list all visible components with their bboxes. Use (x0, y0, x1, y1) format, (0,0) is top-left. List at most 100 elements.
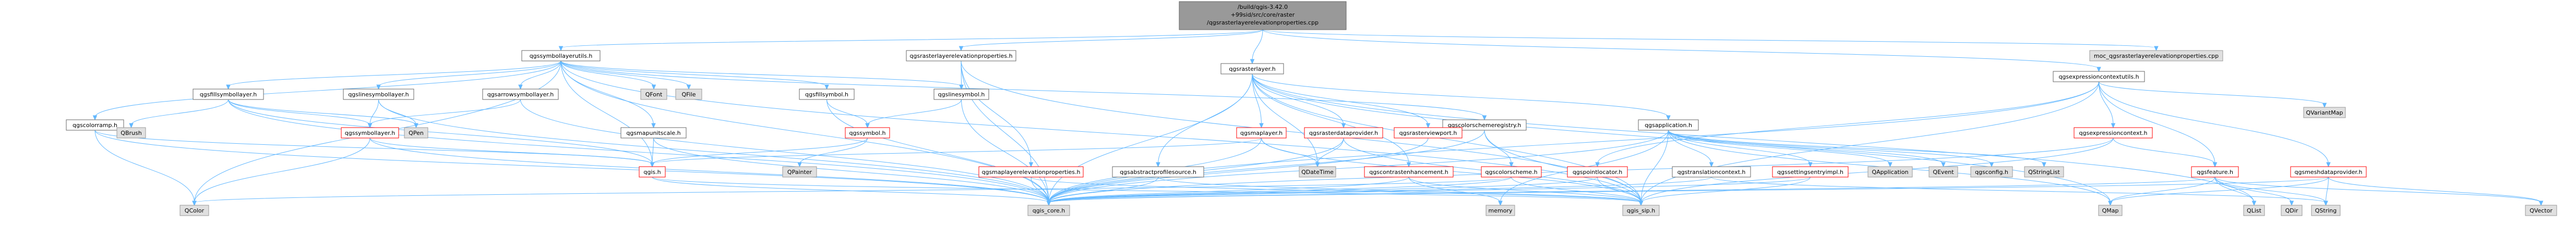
node-qgssettingsentryimpl-h[interactable]: qgssettingsentryimpl.h (1772, 166, 1849, 178)
edge-qgsabstractprofilesource-h-to-qgis-core-h (1048, 177, 1158, 203)
node-qgsabstractprofilesource-h[interactable]: qgsabstractprofilesource.h (1112, 166, 1204, 178)
node-qgis-core-h[interactable]: qgis_core.h (1027, 205, 1070, 216)
edge-arrowhead-qgsrasterlayerelevationproperties-h-to-qgsmaplayerelevationproperties-h (1028, 162, 1034, 168)
edge-qgsrasterlayer-h-to-qmap (1252, 73, 2111, 203)
node-qgsconfig-h[interactable]: qgsconfig.h (1970, 166, 2013, 178)
edge-qgsfeature-h-to-qstring (2214, 177, 2326, 203)
node-box (2089, 50, 2223, 61)
node-qgssymbollayerutils-h[interactable]: qgssymbollayerutils.h (521, 50, 601, 61)
edge-qgssymbollayerutils-h-to-qgslinesymbollayer-h (378, 60, 561, 87)
edge-qgsrasterlayer-h-to-qgsmaplayer-h (1252, 73, 1262, 126)
node-qgsrasterviewport-h[interactable]: qgsrasterviewport.h (1394, 127, 1463, 139)
edge-root-to-qgsrasterlayerelevationproperties-h (961, 29, 1263, 48)
node-qstringlist[interactable]: QStringList (2024, 166, 2064, 178)
edge-qgsfillsymbollayer-h-to-qgis-core-h (228, 99, 1049, 203)
node-qgscolorschemeregistry-h[interactable]: qgscolorschemeregistry.h (1442, 119, 1527, 131)
node-label: qgscontrastenhancement.h (1369, 169, 1448, 176)
node-qvariantmap[interactable]: QVariantMap (2303, 107, 2346, 118)
node-qgssymbollayer-h[interactable]: qgssymbollayer.h (341, 127, 399, 139)
node-qvector[interactable]: QVector (2525, 205, 2557, 216)
node-qgsfillsymbollayer-h[interactable]: qgsfillsymbollayer.h (193, 89, 264, 100)
node-box (193, 89, 264, 100)
node-label: qgsfeature.h (2197, 169, 2233, 176)
edge-qgsrasterlayerelevationproperties-h-to-qgis-core-h (961, 60, 1049, 203)
edge-arrowhead-qgis-h-to-qgis-sip-h (1638, 201, 1644, 206)
node-qgsmaplayer-h[interactable]: qgsmaplayer.h (1236, 127, 1287, 139)
node-qgsapplication-h[interactable]: qgsapplication.h (1638, 119, 1699, 131)
edge-qgsarrowsymbollayer-h-to-qgssymbollayer-h (369, 99, 521, 126)
edge-arrowhead-qgsfeature-h-to-qlist (2251, 201, 2257, 206)
node-label: qgis.h (643, 169, 661, 176)
node-qgsexpressioncontext-h[interactable]: qgsexpressioncontext.h (2074, 127, 2153, 139)
node-label: qgsrasterlayer.h (1229, 66, 1275, 72)
node-qgscolorramp-h[interactable]: qgscolorramp.h (66, 119, 124, 131)
node-box (2191, 166, 2239, 178)
node-qgsexpressioncontextutils-h[interactable]: qgsexpressioncontextutils.h (2053, 71, 2145, 82)
edge-qgsrasterlayer-h-to-qlist (1252, 73, 2255, 203)
node-qfile[interactable]: QFile (675, 89, 702, 100)
edge-arrowhead-qgsapplication-h-to-qgstranslationcontext-h (1709, 162, 1714, 168)
node-qevent[interactable]: QEvent (1928, 166, 1958, 178)
node-qpen[interactable]: QPen (404, 127, 428, 139)
node-box (343, 89, 414, 100)
node-qbrush[interactable]: QBrush (116, 127, 146, 139)
node-qgslinesymbollayer-h[interactable]: qgslinesymbollayer.h (343, 89, 414, 100)
edge-arrowhead-qgsrasterlayer-h-to-qgsabstractprofilesource-h (1156, 162, 1160, 168)
node-label: qgscolorscheme.h (1485, 169, 1537, 176)
node-qgssymbol-h[interactable]: qgssymbol.h (845, 127, 890, 139)
node-qgscontrastenhancement-h[interactable]: qgscontrastenhancement.h (1364, 166, 1454, 178)
node-qgspointlocator-h[interactable]: qgspointlocator.h (1567, 166, 1628, 178)
edge-arrowhead-qgssymbollayerutils-h-to-qgsfillsymbollayer-h (226, 84, 231, 90)
edge-qgis-h-to-qgis-sip-h (652, 177, 1642, 203)
node-qgslinesymbol-h[interactable]: qgslinesymbol.h (933, 89, 989, 100)
node-qgsrasterdataprovider-h[interactable]: qgsrasterdataprovider.h (1304, 127, 1383, 139)
edge-arrowhead-qgsapplication-h-to-memory (1498, 201, 1503, 206)
node-qgscolorscheme-h[interactable]: qgscolorscheme.h (1481, 166, 1542, 178)
node-qgis-h[interactable]: qgis.h (639, 166, 666, 178)
node-label: QString (2315, 207, 2337, 214)
node-qstring[interactable]: QString (2311, 205, 2341, 216)
node-qgsarrowsymbollayer-h[interactable]: qgsarrowsymbollayer.h (482, 89, 559, 100)
node-moc-cpp[interactable]: moc_qgsrasterlayerelevationproperties.cp… (2089, 50, 2223, 61)
node-box (2098, 205, 2123, 216)
node-qfont[interactable]: QFont (640, 89, 667, 100)
edge-arrowhead-qgsexpressioncontextutils-h-to-qvariantmap (2322, 103, 2327, 108)
node-qgis-sip-h[interactable]: qgis_sip.h (1622, 205, 1660, 216)
node-qgsfeature-h[interactable]: qgsfeature.h (2191, 166, 2239, 178)
edge-root-to-qgsexpressioncontextutils-h (1262, 29, 2099, 69)
node-label: qgsapplication.h (1645, 122, 1692, 129)
edge-qgssymbollayerutils-h-to-qgsmapunitscale-h (560, 60, 654, 126)
edge-qgssymbollayerutils-h-to-qgis-h (560, 60, 653, 165)
edge-qgssymbollayer-h-to-qcolor (194, 138, 370, 203)
node-label: QDir (2285, 207, 2298, 214)
edge-arrowhead-qgscolorschemeregistry-h-to-qgscolorscheme-h (1509, 162, 1514, 168)
node-memory[interactable]: memory (1485, 205, 1515, 216)
node-label: QEvent (1933, 169, 1954, 176)
node-qgsrasterlayer-h[interactable]: qgsrasterlayer.h (1220, 63, 1284, 74)
node-qgsfillsymbol-h[interactable]: qgsfillsymbol.h (799, 89, 855, 100)
node-qgsmeshdataprovider-h[interactable]: qgsmeshdataprovider.h (2290, 166, 2367, 178)
node-qgsmaplayerelevationproperties-h[interactable]: qgsmaplayerelevationproperties.h (978, 166, 1084, 178)
edge-qgstranslationcontext-h-to-qstring (1711, 177, 2326, 203)
edge-qgsrasterlayer-h-to-qgsrasterviewport-h (1252, 73, 1429, 126)
node-qapplication[interactable]: QApplication (1867, 166, 1913, 178)
node-qpainter[interactable]: QPainter (782, 166, 817, 178)
node-label: qgssymbol.h (849, 130, 886, 136)
node-qlist[interactable]: QList (2243, 205, 2265, 216)
edge-arrowhead-qgsrasterlayer-h-to-qgsmaplayer-h (1259, 123, 1264, 129)
node-qdir[interactable]: QDir (2281, 205, 2303, 216)
edge-qgsexpressioncontextutils-h-to-qgis-core-h (1048, 81, 2099, 203)
edge-arrowhead-qgis-h-to-qgis-core-h (1046, 201, 1051, 206)
edge-qgsabstractprofilesource-h-to-qgis-sip-h (1158, 177, 1642, 203)
node-qcolor[interactable]: QColor (179, 205, 209, 216)
edge-qgsapplication-h-to-qgstranslationcontext-h (1668, 130, 1712, 165)
node-qgsrasterlayerelevationproperties-h[interactable]: qgsrasterlayerelevationproperties.h (906, 50, 1016, 61)
edge-arrowhead-qgscolorscheme-h-to-qcolor (192, 201, 197, 206)
node-box (2074, 127, 2153, 139)
node-qgsmapunitscale-h[interactable]: qgsmapunitscale.h (620, 127, 687, 139)
node-box (2303, 107, 2346, 118)
node-qmap[interactable]: QMap (2098, 205, 2123, 216)
edge-arrowhead-qgsrasterlayerelevationproperties-h-to-qgslinesymbol-h (959, 84, 964, 90)
node-qdatetime[interactable]: QDateTime (1299, 166, 1336, 178)
node-qgstranslationcontext-h[interactable]: qgstranslationcontext.h (1672, 166, 1751, 178)
